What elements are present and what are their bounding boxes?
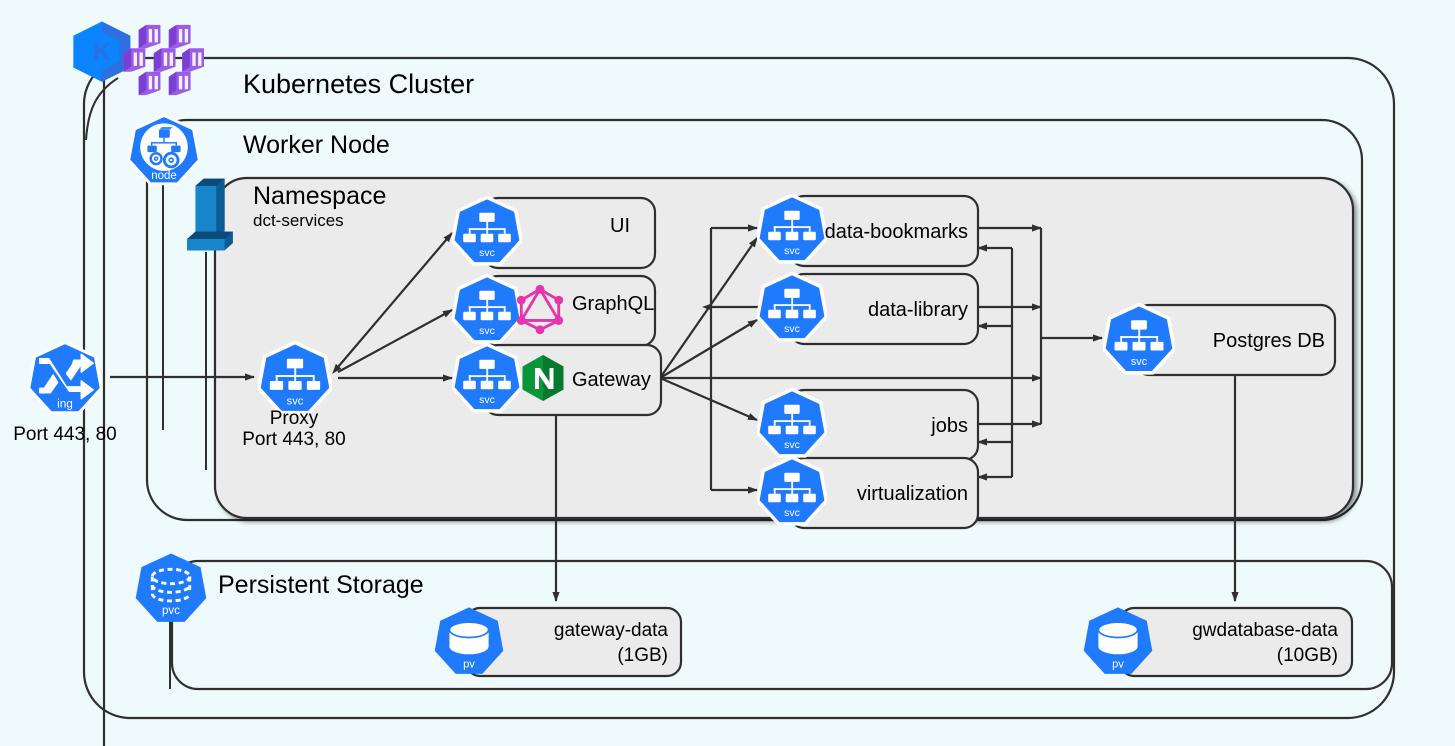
service-label-postgres-db: Postgres DB <box>1213 330 1325 352</box>
pvc-icon <box>135 552 207 624</box>
persistent-storage-title: Persistent Storage <box>218 571 424 599</box>
namespace-subtitle: dct-services <box>253 211 344 230</box>
cluster-icon-connector <box>85 77 119 141</box>
service-label-data-library: data-library <box>868 299 968 321</box>
service-label-proxy: Proxy <box>270 408 319 429</box>
service-caption-proxy: Port 443, 80 <box>242 429 346 450</box>
kubernetes-cluster-icon <box>73 21 204 96</box>
service-label-virtualization: virtualization <box>857 483 968 505</box>
service-icon-data-library <box>757 272 827 342</box>
volume-size-gateway-data: (1GB) <box>617 645 668 666</box>
volume-label-gwdatabase-data: gwdatabase-data <box>1192 620 1338 641</box>
service-icon-data-bookmarks <box>757 194 827 264</box>
edge-proxy-graphql <box>337 309 453 373</box>
edges <box>102 40 1239 746</box>
service-label-gateway: Gateway <box>572 369 651 391</box>
service-icon-postgres-db <box>1103 303 1175 375</box>
volume-size-gwdatabase-data: (10GB) <box>1277 645 1338 666</box>
service-icon-jobs <box>757 388 827 458</box>
volume-label-gateway-data: gateway-data <box>554 620 669 641</box>
service-label-jobs: jobs <box>930 415 968 437</box>
service-label-data-bookmarks: data-bookmarks <box>825 221 968 243</box>
namespace-title: Namespace <box>253 182 386 210</box>
edge-proxy-ui <box>332 232 453 374</box>
cluster-title: Kubernetes Cluster <box>243 69 474 99</box>
ingress-caption: Port 443, 80 <box>13 424 117 445</box>
edge-gateway-jobs <box>659 376 758 422</box>
service-icon-virtualization <box>757 456 827 526</box>
service-label-ui: UI <box>610 215 630 237</box>
service-label-graphql: GraphQL <box>572 293 654 315</box>
service-icon-ui <box>452 196 522 266</box>
edge-gateway-library <box>659 319 758 379</box>
worker-node-title: Worker Node <box>243 131 390 159</box>
persistent-storage-container <box>170 559 1394 691</box>
service-icon-graphql <box>452 274 522 344</box>
service-icon-proxy <box>258 341 332 415</box>
node-icon <box>128 114 200 186</box>
ingress-icon <box>28 341 102 415</box>
service-icon-gateway <box>452 343 522 413</box>
worker-node-container <box>145 118 1364 522</box>
